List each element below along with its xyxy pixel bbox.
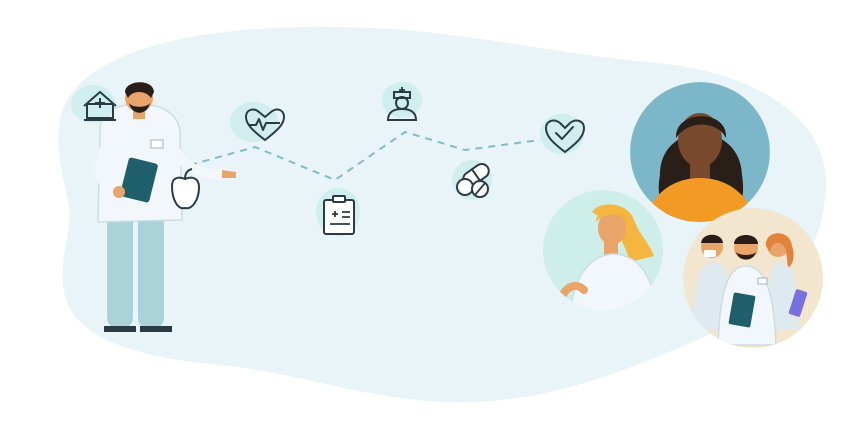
heart-check-icon [540,114,586,154]
journey-dashed-path [189,130,541,182]
heart-rate-icon [230,102,286,142]
portrait-care-team [683,208,823,348]
portrait-nurse-blonde [543,190,663,310]
clipboard-icon [316,188,360,236]
pills-icon [452,160,492,200]
apple-icon [170,168,201,210]
nurse-icon [382,82,422,121]
house-medical-icon [71,85,117,123]
portrait-woman-orange [630,82,770,222]
doctor-figure [95,82,236,332]
